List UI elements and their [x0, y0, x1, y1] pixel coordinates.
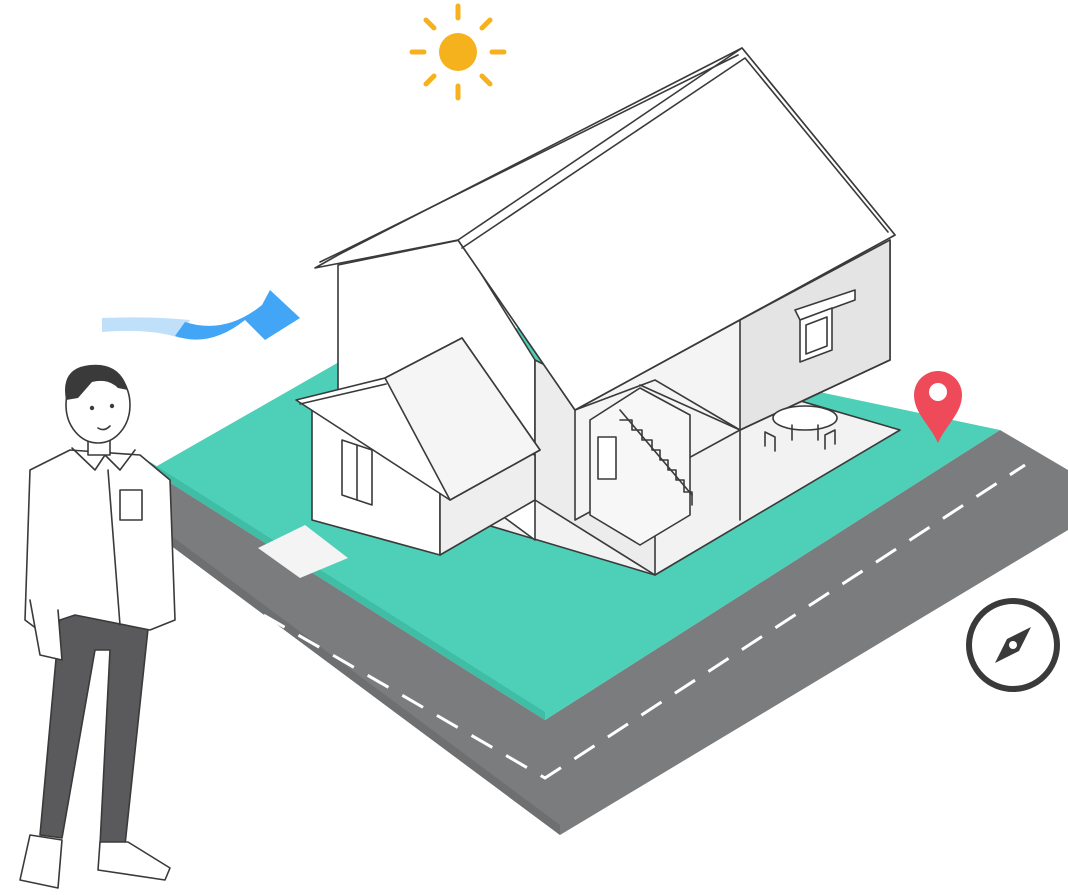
door — [598, 437, 616, 479]
wind-arrow-icon — [102, 290, 300, 340]
person — [20, 365, 175, 888]
sun-icon — [412, 6, 504, 98]
compass-icon — [969, 601, 1057, 689]
